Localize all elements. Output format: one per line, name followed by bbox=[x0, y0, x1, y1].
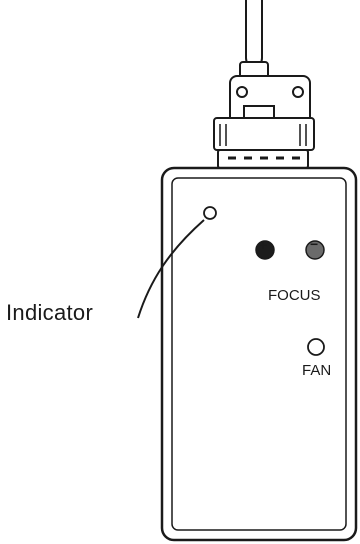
connector-screw-left bbox=[236, 86, 248, 98]
indicator-label: Indicator bbox=[6, 300, 94, 325]
fan-label: FAN bbox=[302, 362, 332, 379]
device-body-inner bbox=[171, 177, 347, 531]
focus-label: FOCUS bbox=[268, 287, 321, 304]
focus-minus-label: − bbox=[310, 236, 319, 252]
indicator-leader-line bbox=[137, 219, 205, 319]
focus-minus-button[interactable] bbox=[305, 240, 325, 260]
focus-plus-label: + bbox=[259, 237, 268, 253]
connector-shell bbox=[213, 117, 315, 151]
connector bbox=[213, 61, 315, 169]
connector-screw-right bbox=[292, 86, 304, 98]
connector-ridges bbox=[219, 124, 307, 146]
device-body-outer bbox=[160, 166, 358, 542]
fan-led bbox=[307, 338, 325, 356]
cable bbox=[245, 0, 263, 67]
indicator-led bbox=[203, 206, 217, 220]
focus-plus-button[interactable] bbox=[255, 240, 275, 260]
